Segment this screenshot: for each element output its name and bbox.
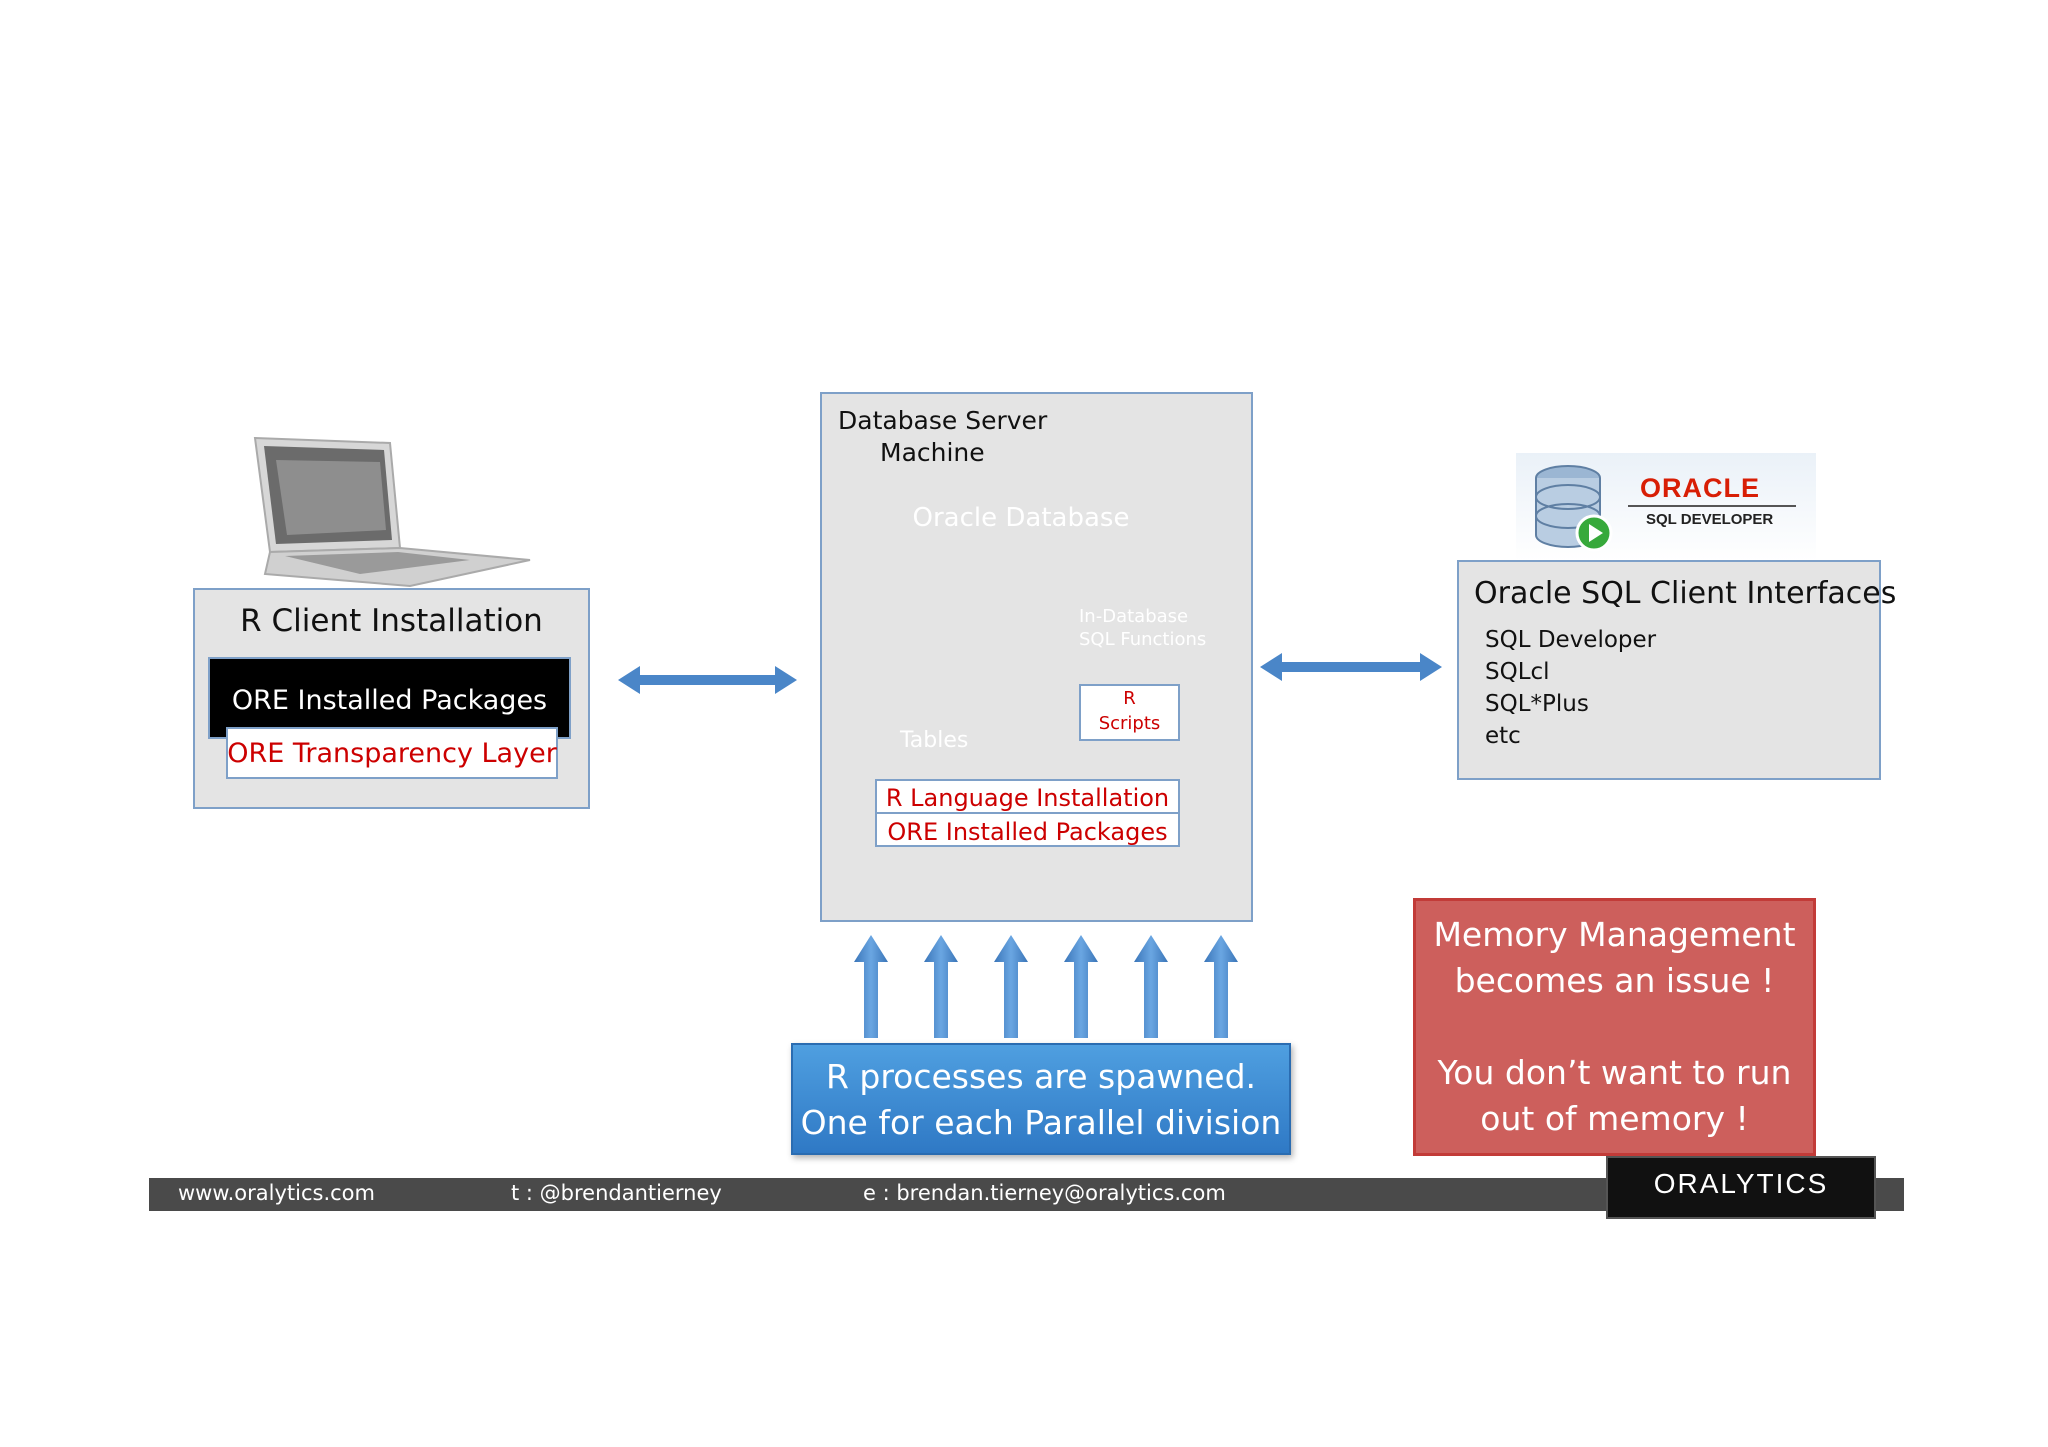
client-server-arrow <box>618 666 797 694</box>
up-arrow-icon <box>924 935 958 1038</box>
ore-installed-packages-label: ORE Installed Packages <box>231 685 548 716</box>
r-scripts-label-line2: Scripts <box>1098 713 1161 734</box>
memory-warning-line1: Memory Management <box>1433 915 1796 954</box>
r-client-title: R Client Installation <box>240 603 543 639</box>
indb-functions-label-line2: SQL Functions <box>1079 629 1207 650</box>
ore-transparency-box <box>226 727 558 779</box>
server-interfaces-arrow <box>1260 653 1442 681</box>
up-arrow-icon <box>1134 935 1168 1038</box>
memory-warning-box <box>1413 898 1816 1156</box>
r-scripts-label-line1: R <box>1123 688 1136 709</box>
tables-label: Tables <box>900 728 969 753</box>
r-processes-line1: R processes are spawned. <box>825 1057 1257 1096</box>
memory-warning-line2: becomes an issue ! <box>1454 961 1775 1000</box>
footer-twitter: t : @brendantierney <box>511 1181 722 1205</box>
laptop-icon <box>253 436 531 588</box>
interface-item: SQLcl <box>1485 659 1550 685</box>
up-arrow-icon <box>854 935 888 1038</box>
footer-website: www.oralytics.com <box>178 1181 375 1205</box>
server-title-line2: Machine <box>880 438 985 467</box>
database-icon <box>1535 465 1796 552</box>
r-processes-line2: One for each Parallel division <box>800 1103 1282 1142</box>
memory-warning-line4: out of memory ! <box>1480 1099 1749 1138</box>
oracle-brand-text: ORACLE <box>1640 473 1760 503</box>
r-language-label: R Language Installation <box>885 784 1170 812</box>
oralytics-logo <box>1606 1156 1876 1219</box>
spawn-arrows <box>854 935 1238 1038</box>
footer-email: e : brendan.tierney@oralytics.com <box>863 1181 1226 1205</box>
up-arrow-icon <box>994 935 1028 1038</box>
indb-functions-label-line1: In-Database <box>1079 606 1189 627</box>
server-ore-installed-label: ORE Installed Packages <box>887 818 1168 846</box>
sql-developer-brand-text: SQL DEVELOPER <box>1646 511 1774 528</box>
interface-item: SQL Developer <box>1485 627 1657 653</box>
interface-item: etc <box>1485 723 1521 749</box>
ore-transparency-label: ORE Transparency Layer <box>227 738 557 769</box>
r-processes-box <box>791 1043 1291 1155</box>
server-title-line1: Database Server <box>838 406 1048 435</box>
up-arrow-icon <box>1204 935 1238 1038</box>
interface-item: SQL*Plus <box>1485 691 1589 717</box>
oracle-database-label: Oracle Database <box>912 503 1130 533</box>
sql-developer-logo <box>1516 453 1816 561</box>
memory-warning-line3: You don’t want to run <box>1437 1053 1792 1092</box>
r-language-divider <box>875 812 1180 814</box>
up-arrow-icon <box>1064 935 1098 1038</box>
sql-interfaces-title: Oracle SQL Client Interfaces <box>1474 576 1897 611</box>
r-scripts-box <box>1079 684 1180 741</box>
sql-interfaces-box <box>1457 560 1881 780</box>
ore-installed-packages-box <box>208 657 571 739</box>
oralytics-logo-text: ORALYTICS <box>1653 1168 1829 1199</box>
